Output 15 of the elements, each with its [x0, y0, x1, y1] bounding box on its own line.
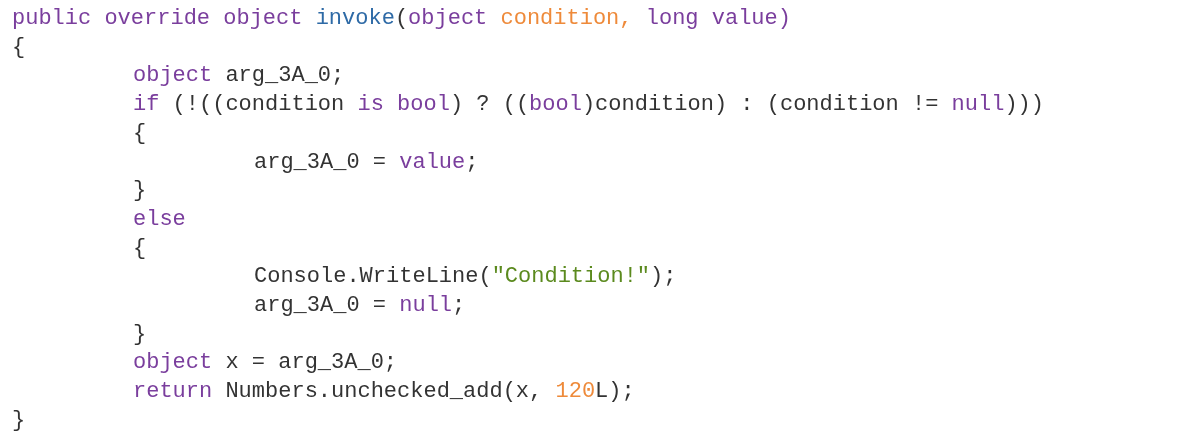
code-line: object arg_3A_0;: [133, 63, 345, 90]
code-line: }: [133, 321, 147, 348]
code-line: }: [133, 178, 147, 205]
code-line: Console.WriteLine("Condition!");: [254, 264, 677, 291]
code-line: arg_3A_0 = null;: [254, 293, 466, 319]
code-line: arg_3A_0 = value;: [254, 149, 479, 176]
code-line: {: [133, 235, 147, 262]
code-line: object x = arg_3A_0;: [133, 350, 398, 377]
code-line: {: [12, 34, 26, 61]
code-line: else: [133, 206, 186, 233]
code-line: public override object invoke(object condition, long value): [12, 6, 791, 32]
code-line: return Numbers.unchecked_add(x, 120L);: [133, 379, 635, 406]
code-line: }: [12, 407, 26, 434]
code-line: {: [133, 120, 147, 147]
code-line: if (!((condition is bool) ? ((bool)condition) : (condition != null))): [133, 92, 1044, 119]
